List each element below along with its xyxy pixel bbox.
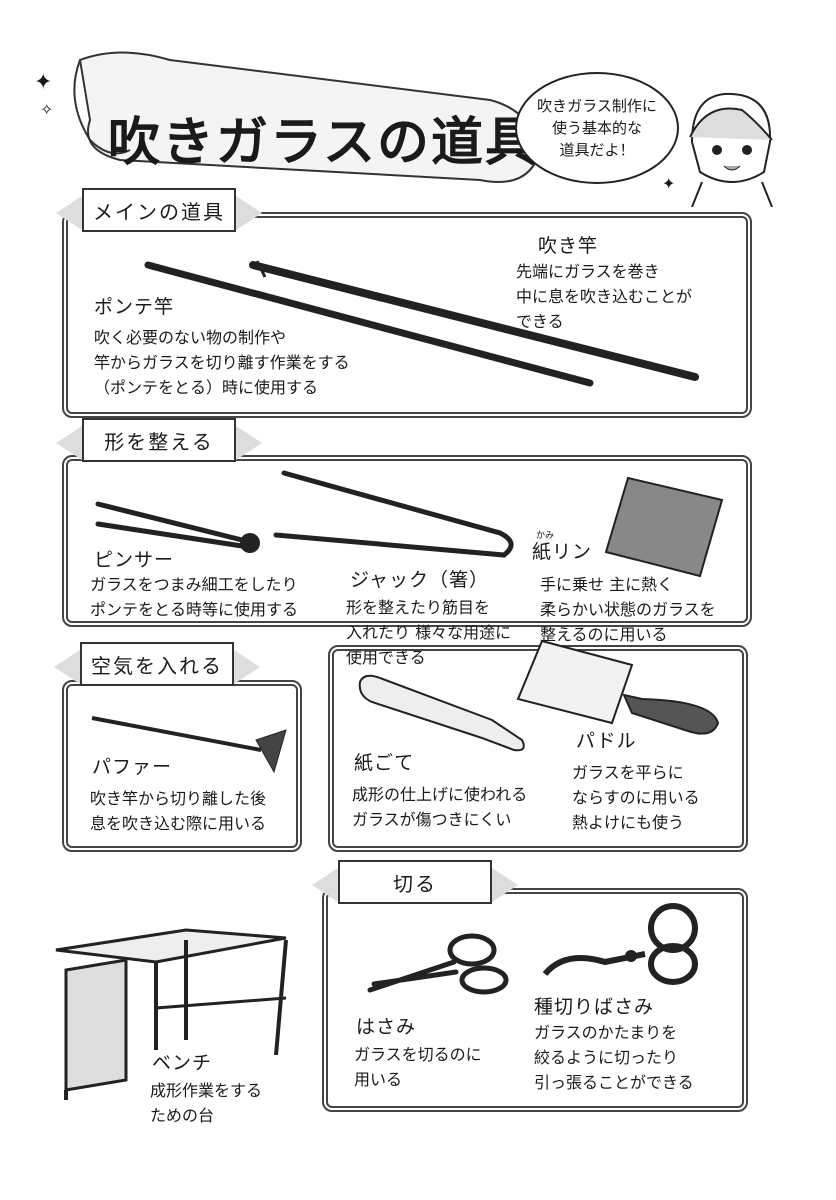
ponte-rod-icon [144, 261, 594, 387]
speech-line: 使う基本的な [551, 119, 642, 137]
tool-desc-fukizao: 先端にガラスを巻き中に息を吹き込むことができる [516, 262, 693, 331]
jack-icon [273, 470, 514, 558]
tool-name-jack: ジャック（箸） [350, 569, 490, 591]
page-title: 吹きガラスの道具 [108, 112, 539, 173]
tool-name-ponte: ポンテ竿 [94, 296, 175, 318]
sparkle-icon: ✦ [34, 70, 53, 95]
scissors-icon [367, 933, 509, 995]
tanekiri-scissors-icon [542, 903, 698, 985]
speech-line: 吹きガラス制作に [537, 97, 657, 115]
tool-desc-ponte: 吹く必要のない物の制作や竿からガラスを切り離す作業をする（ポンテをとる）時に使用… [94, 328, 350, 397]
section-tools-frame [328, 645, 748, 852]
tool-desc-hasami: ガラスを切るのに用いる [354, 1045, 482, 1089]
section-main-frame [62, 212, 752, 418]
tool-name-fukizao: 吹き竿 [538, 235, 599, 257]
tool-name-tanekiri: 種切りばさみ [534, 996, 655, 1018]
tool-desc-paddle: ガラスを平らにならすのに用いる熱よけにも使う [572, 763, 700, 832]
speech-line: 道具だよ！ [559, 141, 635, 159]
sparkle-icon: ✦ [662, 174, 676, 193]
section-label-main: メインの道具 [56, 188, 262, 232]
character-avatar [672, 82, 782, 211]
tool-ruby-kamirin: かみ [536, 531, 555, 541]
puffer-icon [91, 716, 287, 774]
sparkle-icon: ✧ [40, 100, 54, 119]
tool-desc-tanekiri: ガラスのかたまりを絞るように切ったり引っ張ることができる [534, 1023, 694, 1092]
blowpipe-icon [249, 260, 699, 381]
paddle-icon [516, 639, 720, 735]
section-label-cut: 切る [312, 860, 518, 904]
tool-desc-jack: 形を整えたり筋目を入れたり 様々な用途に使用できる [346, 598, 512, 667]
section-label-shape: 形を整える [56, 418, 262, 462]
section-shape-frame [62, 455, 752, 627]
tool-name-kamirin: 紙リン [532, 541, 593, 563]
tool-name-kamigote: 紙ごて [354, 752, 415, 774]
speech-bubble: 吹きガラス制作に 使う基本的な 道具だよ！ [515, 72, 679, 184]
tool-desc-kamirin: 手に乗せ 主に熱く柔らかい状態のガラスを整えるのに用いる [540, 575, 716, 644]
bench-icon [55, 928, 288, 1100]
tool-desc-kamigote: 成形の仕上げに使われるガラスが傷つきにくい [352, 785, 528, 829]
paper-trowel-icon [358, 674, 525, 752]
tool-desc-bench: 成形作業をするための台 [150, 1081, 263, 1125]
tool-name-hasami: はさみ [356, 1016, 417, 1038]
tool-desc-puffer: 吹き竿から切り離した後息を吹き込む際に用いる [90, 789, 267, 833]
section-label-air: 空気を入れる [54, 642, 260, 686]
paper-pad-icon [604, 476, 724, 578]
tool-name-paddle: パドル [576, 730, 637, 752]
section-cut-frame [322, 888, 748, 1112]
tool-desc-pincer: ガラスをつまみ細工をしたりポンテをとる時等に使用する [90, 575, 299, 619]
pincer-icon [95, 501, 260, 553]
tool-name-pincer: ピンサー [94, 549, 175, 571]
tool-name-puffer: パファー [92, 756, 173, 778]
tool-name-bench: ベンチ [152, 1052, 213, 1074]
